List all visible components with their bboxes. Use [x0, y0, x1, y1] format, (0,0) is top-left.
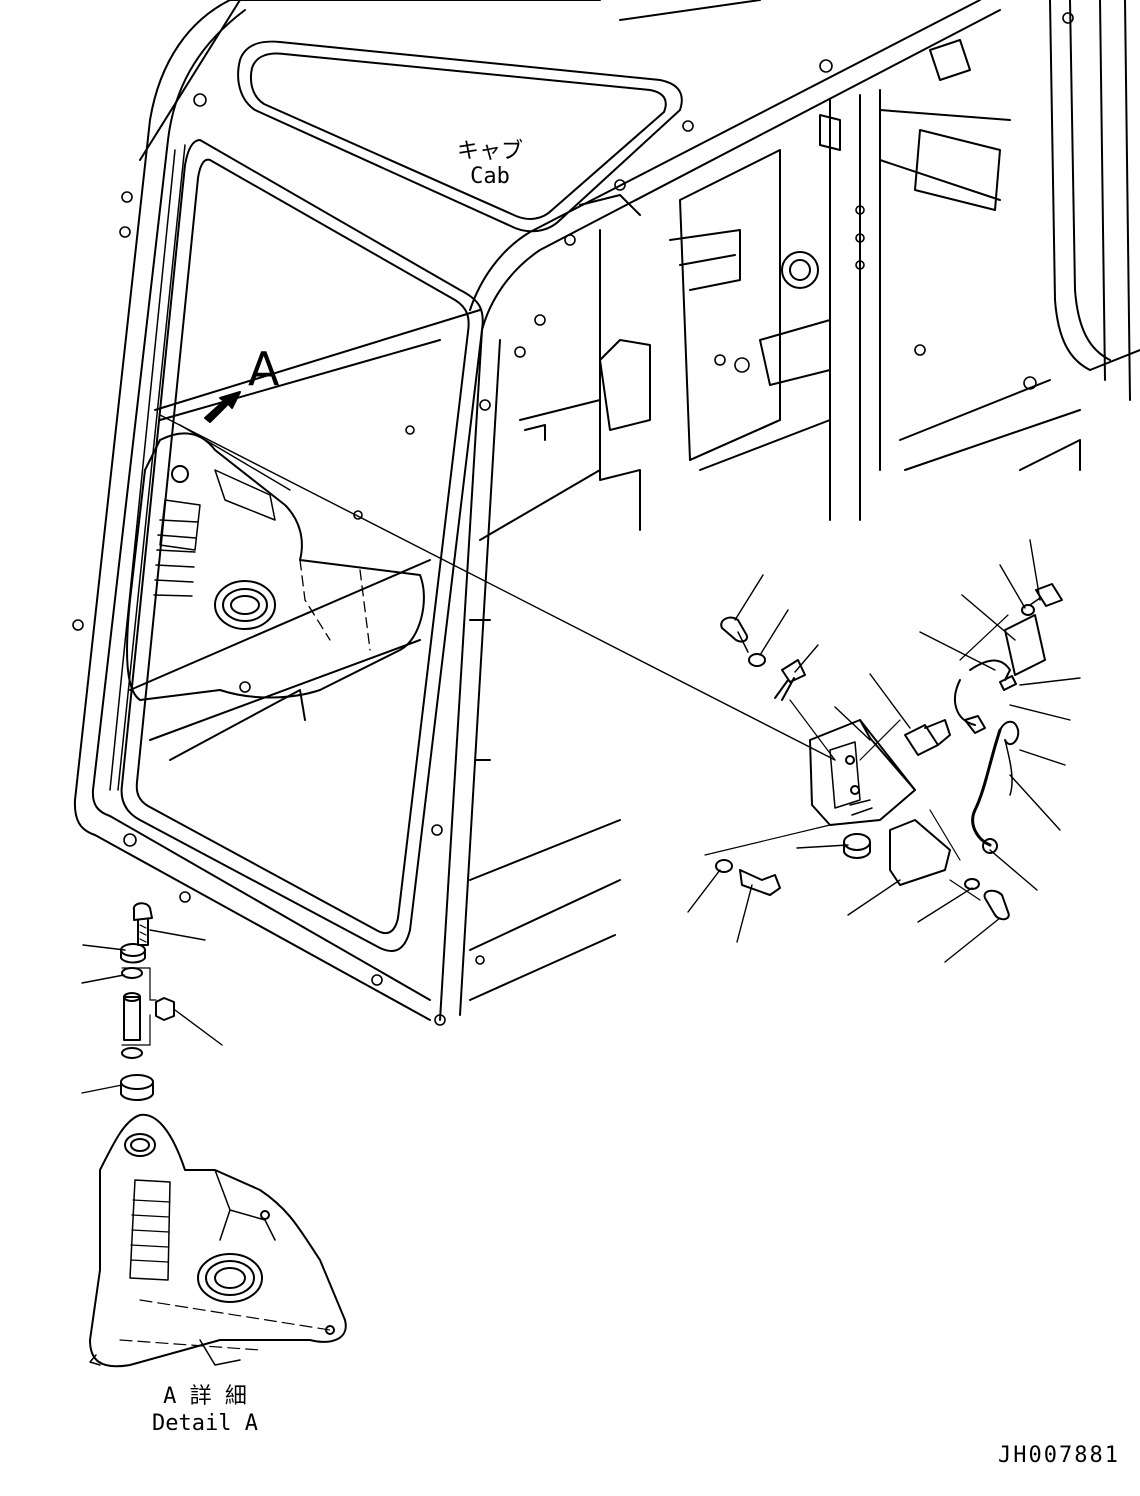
cab-frame: [72, 0, 1140, 1026]
cab-label-en: Cab: [470, 164, 510, 189]
view-marker-label: A: [248, 342, 280, 396]
view-a-arrow-icon: [204, 391, 241, 423]
trim-panel-in-cab: [126, 432, 425, 701]
cab-label-jp: キャブ: [457, 139, 523, 164]
drawing-code: JH007881: [998, 1443, 1120, 1468]
detail-label-jp: A 詳 細: [163, 1384, 247, 1409]
detail-label-en: Detail A: [152, 1411, 258, 1436]
exploded-assembly: [687, 539, 1081, 963]
detail-a-drawing: [81, 902, 347, 1368]
